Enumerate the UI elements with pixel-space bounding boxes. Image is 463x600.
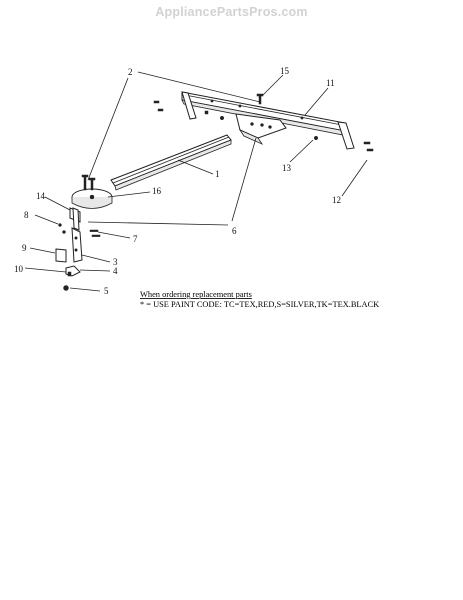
callout-15: 15 [280, 66, 290, 76]
part-9-plate [55, 248, 67, 263]
callout-14: 14 [36, 191, 46, 201]
callout-7: 7 [133, 234, 138, 244]
callout-5: 5 [104, 286, 109, 296]
callout-16: 16 [152, 186, 162, 196]
callout-10: 10 [14, 264, 24, 274]
ordering-note: When ordering replacement parts * = USE … [140, 290, 379, 309]
callout-12: 12 [332, 195, 341, 205]
part-6-hub-bracket [235, 113, 287, 145]
callout-1: 1 [215, 169, 220, 179]
callout-6: 6 [232, 226, 237, 236]
part-1-tube [110, 134, 232, 191]
note-heading: When ordering replacement parts [140, 290, 252, 299]
callout-labels: 2 15 11 1 13 12 16 6 14 8 7 9 3 10 4 5 [14, 66, 341, 296]
callout-13: 13 [282, 163, 292, 173]
part-16-top-plate [71, 174, 113, 209]
side-hardware [58, 223, 101, 237]
callout-3: 3 [113, 257, 118, 267]
note-paint-code: * = USE PAINT CODE: TC=TEX,RED,S=SILVER,… [140, 300, 379, 309]
callout-9: 9 [22, 243, 27, 253]
watermark-text: AppliancePartsPros.com [155, 5, 308, 19]
callout-11: 11 [326, 78, 335, 88]
part-4-foot [65, 265, 81, 277]
part-5-nut [63, 285, 69, 291]
callout-4: 4 [113, 266, 118, 276]
rail-hardware [153, 93, 374, 152]
leader-lines [24, 71, 368, 292]
callout-2: 2 [128, 67, 133, 77]
part-3-arm-bracket [69, 207, 83, 263]
callout-8: 8 [24, 210, 29, 220]
